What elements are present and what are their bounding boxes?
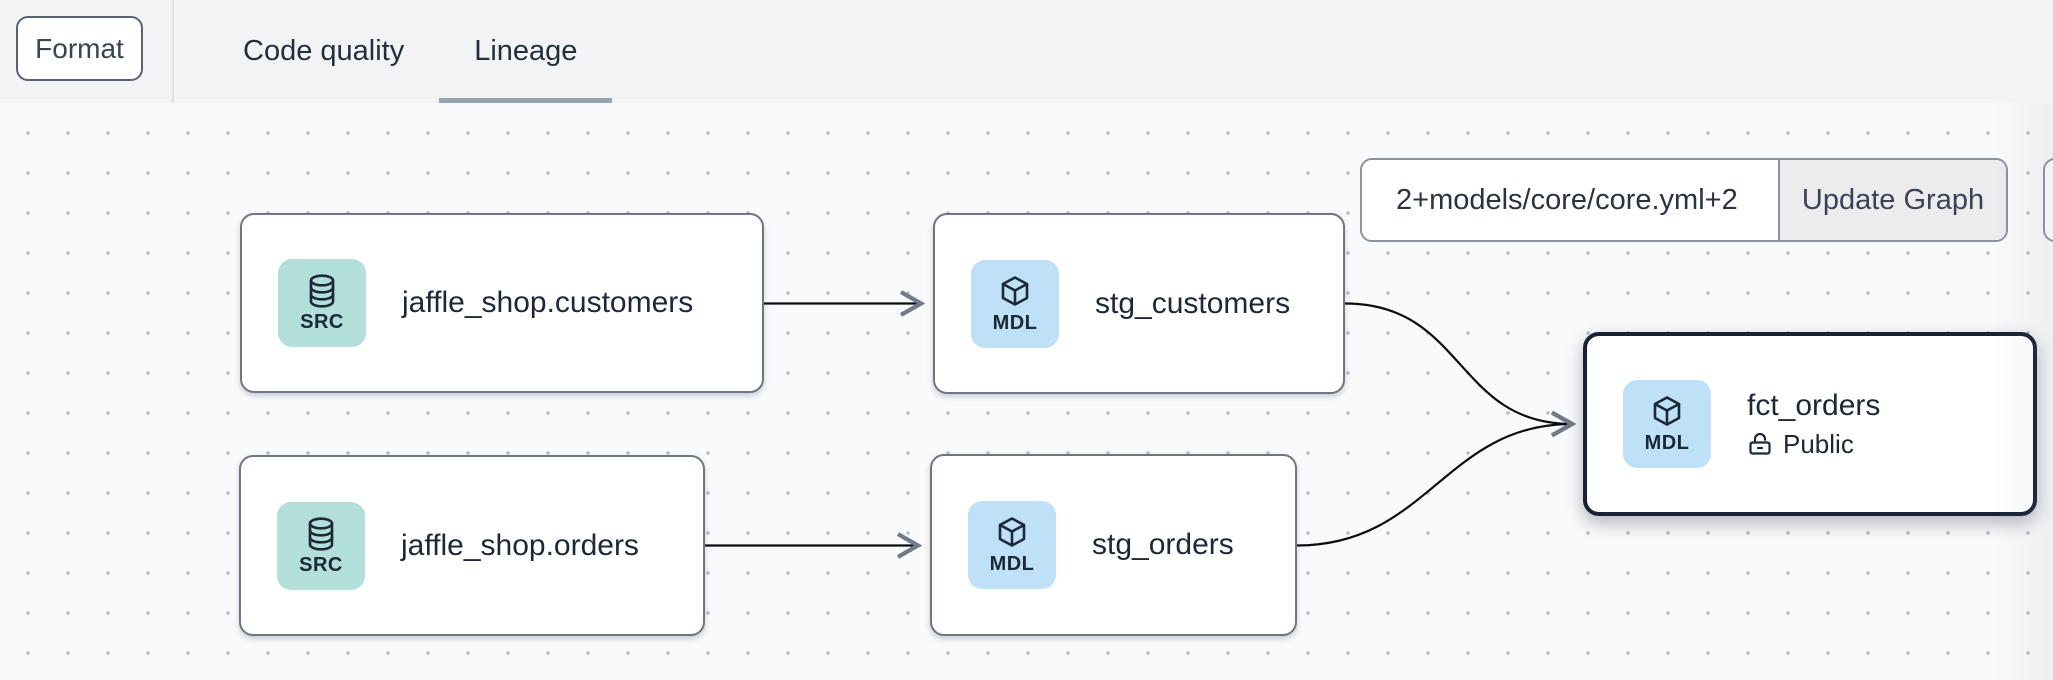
lineage-filter-bar: Update Graph [1360,158,2008,242]
node-label: stg_customers [1095,286,1291,320]
access-label: Public [1783,428,1854,459]
badge-label: MDL [1644,432,1690,454]
cube-icon [1001,275,1029,306]
lineage-canvas[interactable]: SRC jaffle_shop.customers MDL stg_custom… [0,103,2053,680]
editor-toolbar: Format Code quality Lineage [0,0,2053,103]
lock-open-icon [1749,432,1771,455]
edge-stgcustomers-to-fct [1344,302,1577,438]
tab-lineage[interactable]: Lineage [439,0,613,103]
database-icon [309,274,335,308]
lineage-edges [705,290,1577,559]
node-text: fct_orders Public [1747,389,1880,460]
cube-icon [1653,396,1681,426]
node-label: stg_orders [1092,528,1234,561]
update-graph-button[interactable]: Update Graph [1778,160,2006,240]
tab-bar: Code quality Lineage [208,0,613,103]
toolbar-divider [172,0,174,103]
node-label: jaffle_shop.orders [401,528,639,562]
node-jaffle-shop-orders[interactable]: SRC jaffle_shop.orders [239,455,705,636]
lineage-selector-input[interactable] [1362,160,1778,240]
edge-stgorders-to-fct [1296,410,1577,547]
cube-icon [998,517,1026,547]
badge-label: MDL [992,311,1038,334]
node-fct-orders[interactable]: MDL fct_orders Public [1583,332,2037,516]
source-badge: SRC [277,501,365,590]
format-button[interactable]: Format [16,16,143,81]
node-stg-customers[interactable]: MDL stg_customers [933,213,1345,394]
model-badge: MDL [1623,380,1711,468]
node-label: jaffle_shop.customers [402,286,694,319]
right-edge-shade [1993,103,2053,680]
source-badge: SRC [278,259,366,347]
node-label: fct_orders [1747,388,1881,422]
node-jaffle-shop-customers[interactable]: SRC jaffle_shop.customers [240,213,764,393]
node-stg-orders[interactable]: MDL stg_orders [930,454,1297,636]
badge-label: SRC [300,311,344,333]
access-row: Public [1747,429,1880,460]
badge-label: SRC [299,553,343,576]
model-badge: MDL [968,501,1056,589]
database-icon [308,516,334,551]
model-badge: MDL [971,259,1059,348]
tab-code-quality[interactable]: Code quality [243,35,405,67]
badge-label: MDL [989,553,1035,575]
